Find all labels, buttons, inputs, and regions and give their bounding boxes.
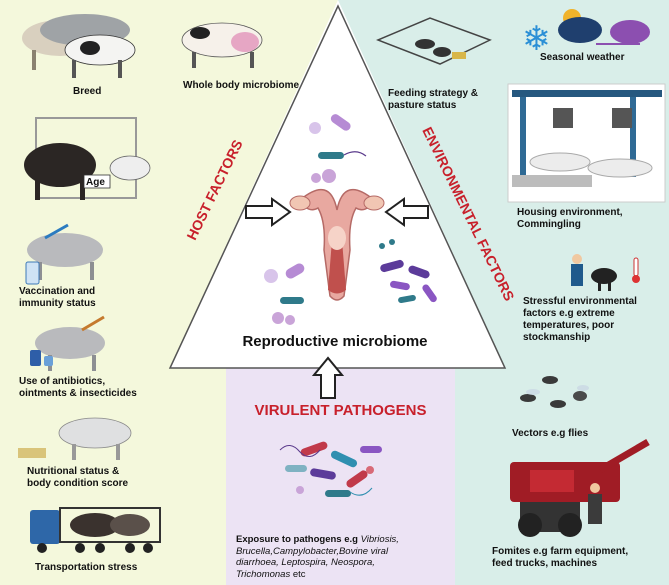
microbes-left xyxy=(264,263,305,325)
weather-icons: ❄ xyxy=(522,9,650,59)
age-label: Age xyxy=(86,177,105,188)
pathogen-line2-italic: Brucella,Campylobacter,Bovine viral xyxy=(236,545,389,557)
seasonal-weather-label: Seasonal weather xyxy=(540,52,625,63)
feeding-pen-image xyxy=(376,17,492,65)
environmental-arrow xyxy=(384,197,429,227)
vaccination-label-line1: Vaccination and xyxy=(19,286,96,297)
fomites-machinery-image xyxy=(510,438,650,537)
transportation-label: Transportation stress xyxy=(35,562,138,573)
virulent-pathogens-heading: VIRULENT PATHOGENS xyxy=(254,402,427,419)
pathogen-panel xyxy=(226,368,455,585)
microbes-top xyxy=(309,114,367,183)
antibiotics-cow-image xyxy=(30,315,105,371)
antibiotics-label-line2: ointments & insecticides xyxy=(19,388,137,399)
feeding-label-line1: Feeding strategy & xyxy=(388,88,479,99)
microbes-right xyxy=(379,239,437,304)
whole-body-cow-image xyxy=(181,22,263,68)
housing-barn-image xyxy=(507,83,666,203)
fomites-label-line2: feed trucks, machines xyxy=(492,558,598,569)
pathogen-line3-italic: diarrhoea, Leptospira, Neospora, xyxy=(236,557,375,568)
housing-label-line1: Housing environment, xyxy=(517,207,623,218)
transport-truck-image xyxy=(30,507,161,553)
flies-image xyxy=(520,376,589,408)
pathogen-line1-italic: Vibriosis, xyxy=(360,534,399,545)
host-arrow xyxy=(245,197,292,227)
pathogen-exposure-text: Exposure to pathogens e.g Vibriosis, Bru… xyxy=(236,534,452,580)
pathogen-line1: Exposure to pathogens e.g xyxy=(236,534,361,545)
reproductive-microbiome-title: Reproductive microbiome xyxy=(242,333,428,350)
whole-body-microbiome-label: Whole body microbiome xyxy=(183,80,300,91)
pathogen-line4-italic: Trichomonas xyxy=(236,568,291,580)
vectors-label: Vectors e.g flies xyxy=(512,428,589,439)
nutrition-cow-image xyxy=(18,417,132,460)
antibiotics-label-line1: Use of antibiotics, xyxy=(19,376,106,387)
housing-label-line2: Commingling xyxy=(517,219,581,230)
reproductive-tract-illustration xyxy=(289,188,385,301)
stress-label-line2: factors e.g extreme xyxy=(523,308,615,319)
pathogen-cluster-image xyxy=(279,441,382,497)
age-cattle-image xyxy=(24,117,151,200)
svg-text:❄: ❄ xyxy=(522,19,551,59)
nutrition-label-line2: body condition score xyxy=(27,478,129,489)
stressful-factors-image xyxy=(571,254,640,291)
stress-label-line1: Stressful environmental xyxy=(523,296,637,307)
stress-label-line3: temperatures, poor xyxy=(523,320,615,331)
pathogen-line4-end: etc xyxy=(290,568,306,580)
nutrition-label-line1: Nutritional status & xyxy=(27,466,120,477)
stress-label-line4: stockmanship xyxy=(523,332,591,343)
vaccination-label-line2: immunity status xyxy=(19,298,96,309)
feeding-label-line2: pasture status xyxy=(388,100,457,111)
vaccination-cow-image xyxy=(25,223,103,285)
fomites-label-line1: Fomites e.g farm equipment, xyxy=(492,546,629,557)
breed-label: Breed xyxy=(73,86,102,97)
pathogen-arrow xyxy=(311,356,345,399)
breed-cattle-image xyxy=(22,14,136,78)
